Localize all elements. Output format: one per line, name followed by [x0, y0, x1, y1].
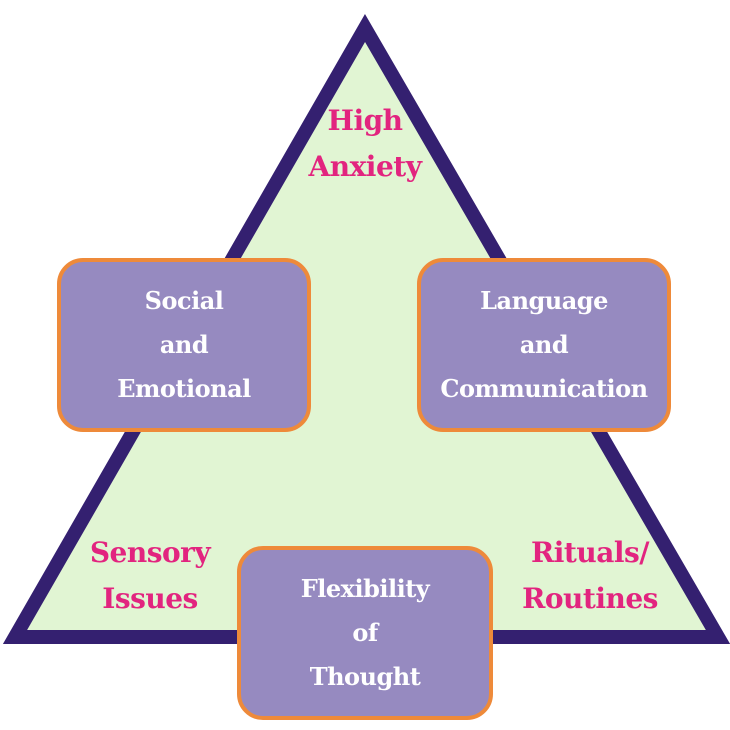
- corner-label-rituals-routines: Rituals/ Routines: [505, 530, 675, 622]
- box-text-line: Communication: [440, 374, 648, 403]
- corner-label-line: Sensory: [89, 536, 211, 569]
- box-text-line: Social: [144, 286, 224, 315]
- box-language-communication: Language and Communication: [417, 258, 671, 432]
- box-text-line: and: [159, 330, 209, 359]
- corner-label-line: Routines: [522, 582, 658, 615]
- box-text-line: Language: [480, 286, 608, 315]
- box-text-line: Thought: [309, 662, 421, 691]
- corner-label-line: Issues: [102, 582, 198, 615]
- box-text-line: and: [519, 330, 569, 359]
- box-text-line: Emotional: [117, 374, 251, 403]
- box-text-line: of: [352, 618, 378, 647]
- box-flexibility-of-thought: Flexibility of Thought: [237, 546, 493, 720]
- box-text-line: Flexibility: [300, 574, 430, 603]
- apex-label-line: Anxiety: [308, 150, 422, 183]
- corner-label-sensory-issues: Sensory Issues: [70, 530, 230, 622]
- box-social-emotional: Social and Emotional: [57, 258, 311, 432]
- apex-label-line: High: [327, 104, 403, 137]
- corner-label-line: Rituals/: [531, 536, 649, 569]
- apex-label-high-anxiety: High Anxiety: [285, 98, 445, 190]
